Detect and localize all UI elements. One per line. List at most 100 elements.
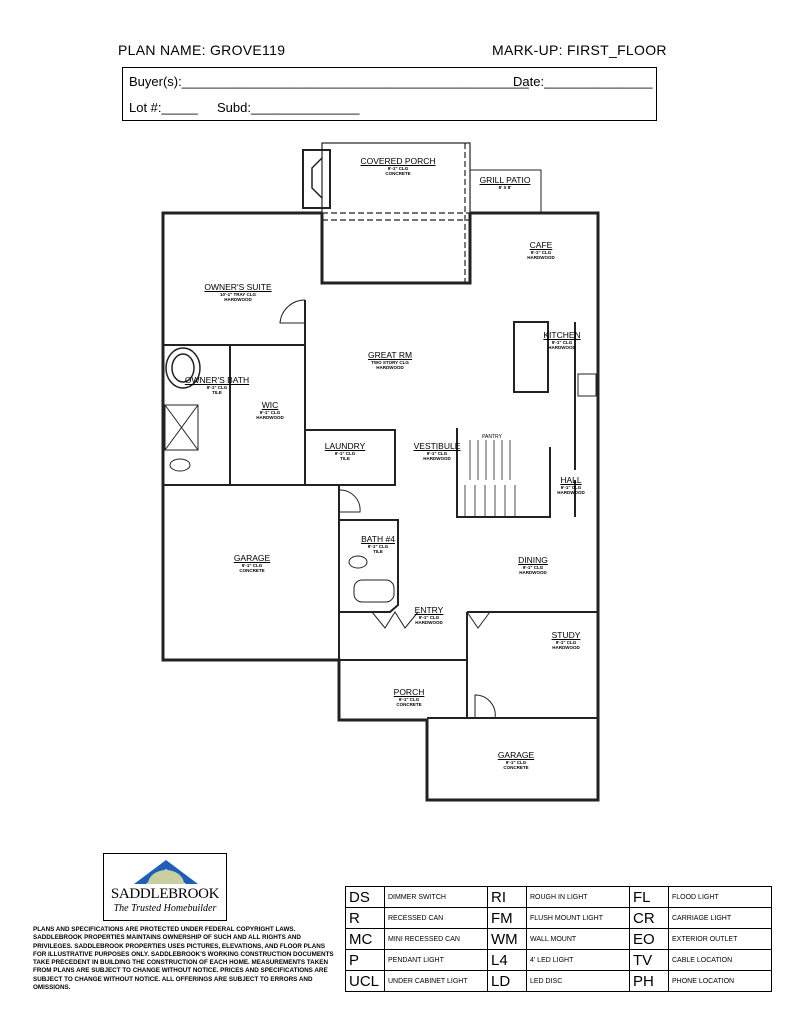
legend-description: DIMMER SWITCH [384, 886, 488, 908]
room-spec: 9'-1" CLG [555, 639, 577, 645]
house-roof-icon [134, 860, 198, 884]
room-spec: CONCRETE [503, 765, 529, 770]
room-spec: 9'-1" CLG [560, 484, 582, 490]
room-spec: HARDWOOD [519, 570, 547, 575]
room-spec: HARDWOOD [527, 255, 555, 260]
room-name: HALL [560, 475, 582, 485]
room-spec: 9'-1" CLG [367, 543, 389, 549]
room-spec: 9'-1" CLG [241, 562, 263, 568]
room-spec: 9'-1" CLG [259, 409, 281, 415]
room-spec: CONCRETE [239, 568, 265, 573]
room-name: LAUNDRY [324, 441, 366, 451]
legend-description: FLUSH MOUNT LIGHT [526, 907, 630, 929]
room-spec: HARDWOOD [376, 365, 404, 370]
room-spec: HARDWOOD [224, 297, 252, 302]
subd-field[interactable]: Subd:_______________ [217, 100, 360, 115]
legend-code: RI [487, 886, 527, 908]
room-label: PANTRY [482, 435, 502, 440]
legend-code: EO [629, 928, 669, 950]
room-name: BATH #4 [361, 534, 395, 544]
room-spec: HARDWOOD [548, 345, 576, 350]
legend-description: PENDANT LIGHT [384, 949, 488, 971]
room-spec: TILE [340, 456, 350, 461]
legend-code: FM [487, 907, 527, 929]
room-name: GARAGE [497, 750, 535, 760]
legend-code: L4 [487, 949, 527, 971]
room-name: GARAGE [233, 553, 271, 563]
lot-field[interactable]: Lot #:_____ [129, 100, 198, 115]
stairs [464, 440, 516, 517]
legend-code: R [345, 907, 385, 929]
toilet-icon [348, 555, 368, 569]
legend-code: FL [629, 886, 669, 908]
legend-code: DS [345, 886, 385, 908]
legend-description: ROUGH IN LIGHT [526, 886, 630, 908]
room-name: WIC [261, 400, 279, 410]
room-spec: TWO STORY CLG [371, 359, 409, 365]
tub-icon [353, 579, 395, 603]
legend-description: LED DISC [526, 970, 630, 992]
room-spec: 9'-1" CLG [418, 614, 440, 620]
markup-label: MARK-UP: FIRST_FLOOR [492, 42, 667, 58]
range-icon [577, 373, 597, 397]
legend-code: CR [629, 907, 669, 929]
room-name: GREAT RM [367, 350, 413, 360]
buyer-info-box: Buyer(s):_______________________________… [122, 67, 657, 121]
room-name: OWNER'S SUITE [204, 282, 272, 292]
room-spec: HARDWOOD [415, 620, 443, 625]
legend-description: RECESSED CAN [384, 907, 488, 929]
legend-code: LD [487, 970, 527, 992]
doors [279, 299, 496, 719]
legend-code: UCL [345, 970, 385, 992]
legend-code: WM [487, 928, 527, 950]
room-name: STUDY [551, 630, 581, 640]
room-spec: 9'-1" CLG [530, 249, 552, 255]
legend-description: UNDER CABINET LIGHT [384, 970, 488, 992]
buyers-field[interactable]: Buyer(s):_______________________________… [129, 74, 529, 89]
grill-patio [469, 169, 542, 214]
legend-description: FLOOD LIGHT [668, 886, 772, 908]
room-spec: HARDWOOD [557, 490, 585, 495]
logo-tagline: The Trusted Homebuilder [113, 903, 217, 914]
legend-code: MC [345, 928, 385, 950]
room-name: VESTIBULE [413, 441, 461, 451]
copyright-disclaimer: PLANS AND SPECIFICATIONS ARE PROTECTED U… [33, 926, 334, 992]
saddlebrook-logo: SADDLEBROOK The Trusted Homebuilder [103, 853, 227, 921]
legend-description: CARRIAGE LIGHT [668, 907, 772, 929]
legend-description: WALL MOUNT [526, 928, 630, 950]
room-spec: 9'-1" CLG [206, 384, 228, 390]
plan-name: PLAN NAME: GROVE119 [118, 42, 286, 58]
interior-walls [163, 300, 598, 719]
legend-code: TV [629, 949, 669, 971]
room-name: PORCH [393, 687, 425, 697]
date-field[interactable]: Date:_______________ [513, 74, 653, 89]
bathtub-icon [165, 347, 201, 389]
legend-description: EXTERIOR OUTLET [668, 928, 772, 950]
legend-code: PH [629, 970, 669, 992]
room-spec: TILE [373, 549, 383, 554]
room-name: OWNER'S BATH [184, 375, 250, 385]
legend-description: CABLE LOCATION [668, 949, 772, 971]
shower-icon [164, 404, 199, 451]
room-name: ENTRY [414, 605, 444, 615]
room-spec: 9'-1" CLG [398, 696, 420, 702]
